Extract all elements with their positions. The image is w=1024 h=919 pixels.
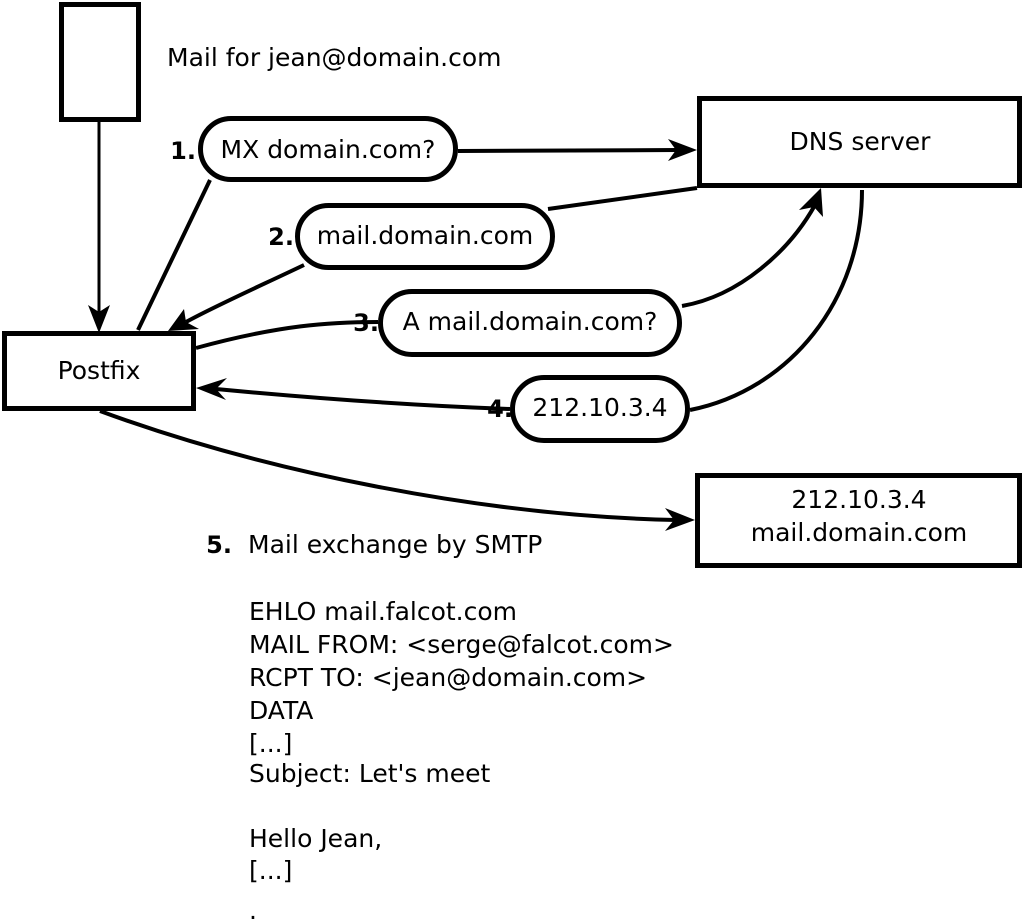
edge-client-to-postfix <box>88 120 110 333</box>
smtp-line-10: . <box>249 896 257 919</box>
smtp-line-2: RCPT TO: <jean@domain.com> <box>249 663 647 692</box>
edge-postfix-to-step3 <box>195 320 379 350</box>
mail-server-host-label: mail.domain.com <box>751 518 967 547</box>
smtp-line-3: DATA <box>249 696 313 725</box>
mail-server-ip-label: 212.10.3.4 <box>791 485 926 514</box>
postfix-label: Postfix <box>58 356 141 385</box>
mail-server-node: 212.10.3.4 mail.domain.com <box>695 473 1022 568</box>
step-1-pill: MX domain.com? <box>198 116 458 182</box>
edge-step2-to-postfix <box>168 263 305 331</box>
smtp-line-1: MAIL FROM: <serge@falcot.com> <box>249 630 674 659</box>
step-5-label: Mail exchange by SMTP <box>248 530 542 559</box>
mail-for-caption: Mail for jean@domain.com <box>167 43 502 72</box>
step-3-number: 3. <box>353 309 379 337</box>
smtp-line-0: EHLO mail.falcot.com <box>249 597 517 626</box>
smtp-line-5: Subject: Let's meet <box>249 759 490 788</box>
mail-client-box <box>59 2 141 122</box>
step-2-label: mail.domain.com <box>317 221 533 250</box>
step-4-label: 212.10.3.4 <box>532 393 667 422</box>
step-2-number: 2. <box>268 223 294 251</box>
edge-postfix-to-step1 <box>136 179 212 331</box>
step-5-number: 5. <box>206 531 232 559</box>
edge-step1-to-dns <box>457 139 697 161</box>
step-2-pill: mail.domain.com <box>295 203 555 270</box>
edge-postfix-to-mailserver <box>99 409 695 531</box>
smtp-line-7: Hello Jean, <box>249 824 382 853</box>
step-1-number: 1. <box>170 137 196 165</box>
dns-server-node: DNS server <box>697 96 1022 188</box>
edge-step4-to-postfix <box>196 378 511 411</box>
step-4-pill: 212.10.3.4 <box>510 375 690 443</box>
edge-dns-to-step2 <box>547 186 698 211</box>
edge-step3-to-dns <box>681 188 823 308</box>
postfix-node: Postfix <box>2 331 196 411</box>
step-3-label: A mail.domain.com? <box>403 307 658 336</box>
step-3-pill: A mail.domain.com? <box>378 289 682 357</box>
step-1-label: MX domain.com? <box>221 135 436 164</box>
smtp-line-8: [...] <box>249 856 292 885</box>
step-4-number: 4. <box>487 395 513 423</box>
edge-dns-to-step4 <box>689 189 864 412</box>
smtp-line-4: [...] <box>249 729 292 758</box>
dns-server-label: DNS server <box>790 127 932 156</box>
